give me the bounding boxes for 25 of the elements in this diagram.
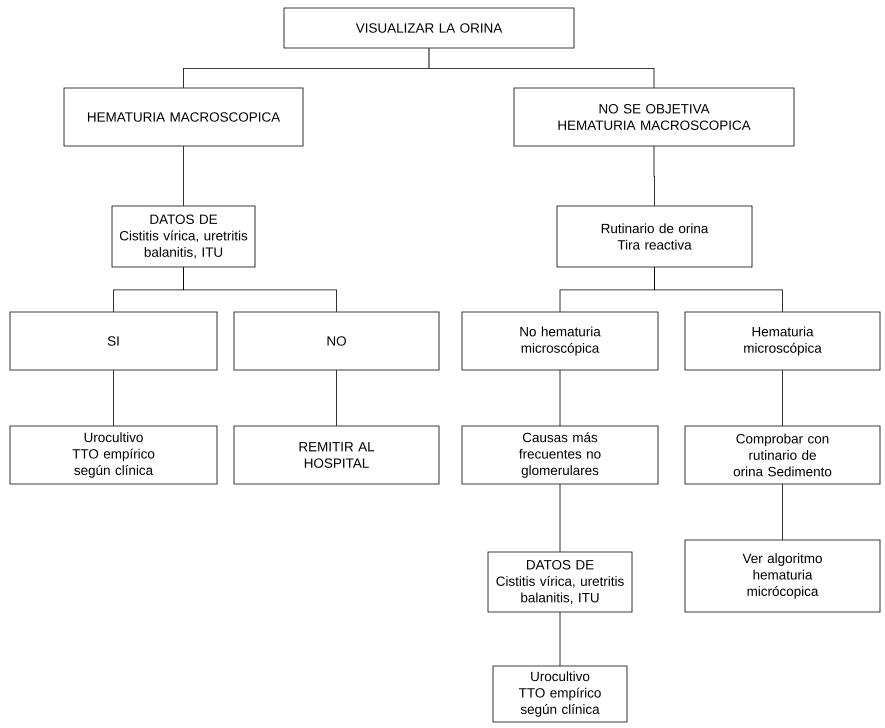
flow-box: Urocultivo TTO empírico según clínica xyxy=(492,666,628,722)
flow-box: HEMATURIA MACROSCOPICA xyxy=(64,88,304,146)
flow-box: REMITIR AL HOSPITAL xyxy=(234,426,440,484)
connector-line xyxy=(654,267,783,312)
flow-box: DATOS DE Cistitis vírica, uretritis balanitis, ITU xyxy=(488,552,632,612)
flow-box: No hematuria microscópica xyxy=(462,312,658,370)
connector-line xyxy=(336,370,337,426)
connector-line xyxy=(782,484,783,540)
flow-box: Rutinario de orina Tira reactiva xyxy=(556,206,752,268)
connector-line xyxy=(183,146,184,206)
connector-line xyxy=(782,370,783,426)
connector-line xyxy=(428,48,654,88)
flow-box: Ver algoritmo hematuria micrócopica xyxy=(684,540,880,612)
flow-box: Hematuria microscópica xyxy=(684,312,880,370)
connector-line xyxy=(183,267,337,312)
flow-box: NO SE OBJETIVA HEMATURIA MACROSCOPICA xyxy=(514,88,794,146)
connector-line xyxy=(654,146,655,206)
flow-box: SI xyxy=(10,312,218,370)
connector-line xyxy=(113,370,114,426)
flow-box: DATOS DE Cistitis vírica, uretritis balanitis, ITU xyxy=(112,206,256,268)
flow-box: NO xyxy=(234,312,440,370)
flow-box: Comprobar con rutinario de orina Sedimento xyxy=(684,426,880,484)
flow-box: Urocultivo TTO empírico según clínica xyxy=(10,426,218,484)
flow-box: Causas más frecuentes no glomerulares xyxy=(462,426,658,484)
flow-box: VISUALIZAR LA ORINA xyxy=(284,8,574,48)
